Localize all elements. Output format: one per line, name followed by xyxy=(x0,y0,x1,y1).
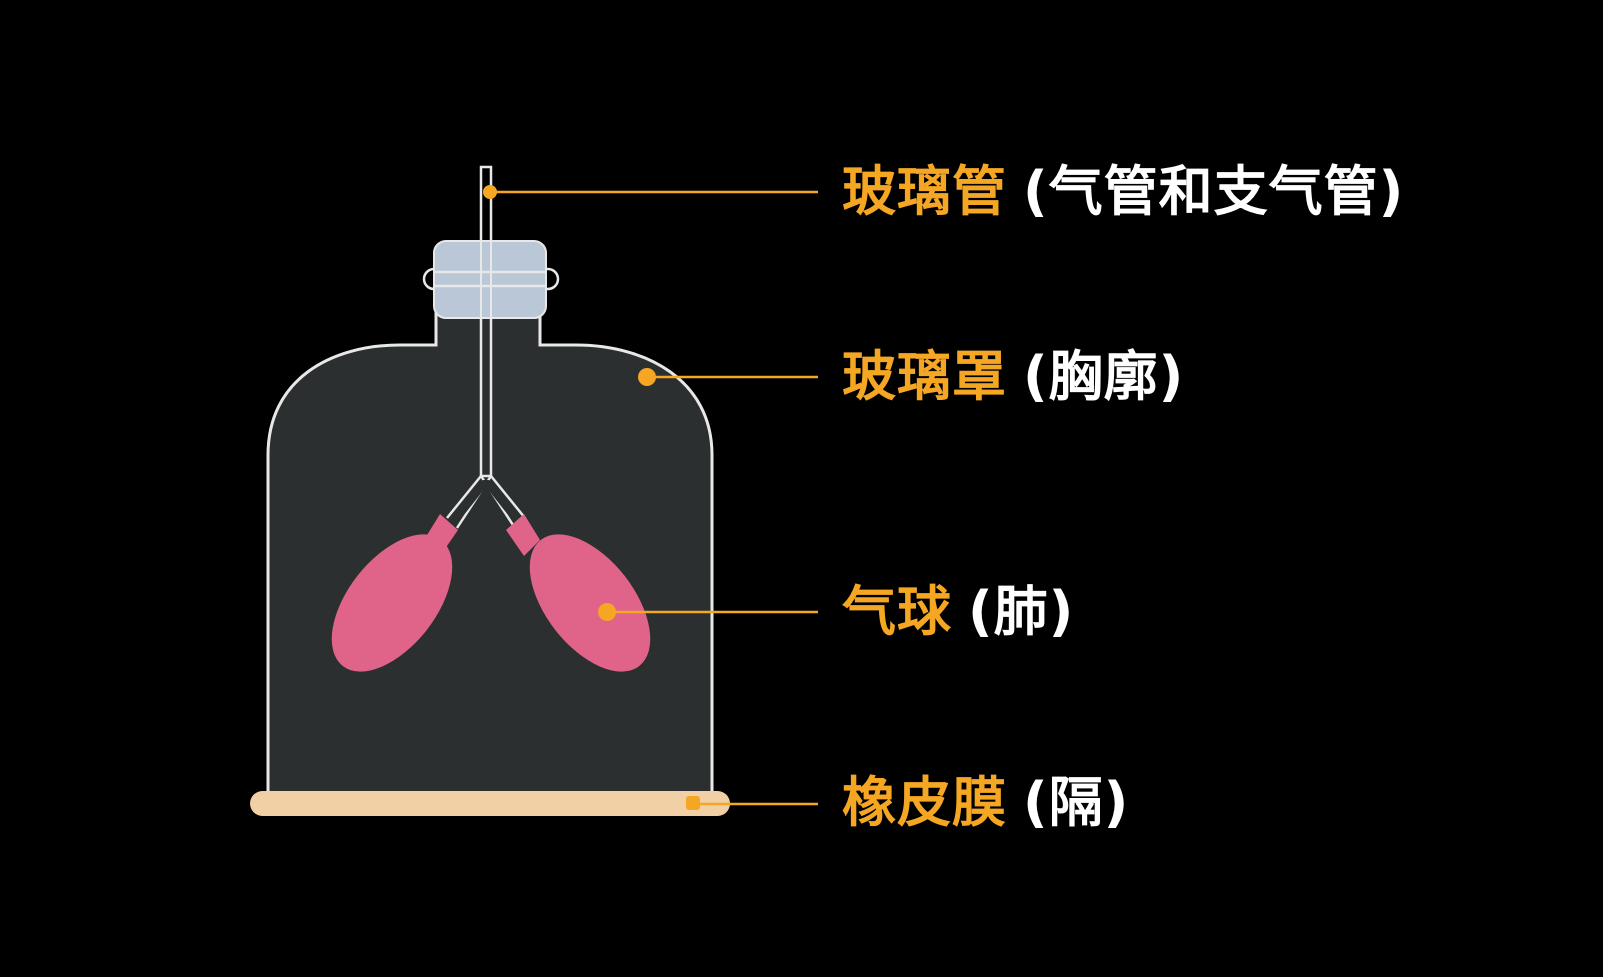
marker-dot-balloon xyxy=(598,603,616,621)
label-term: 玻璃管 xyxy=(842,160,1007,223)
balloon-right-neck xyxy=(506,514,540,556)
label-bell-jar: 玻璃罩 (胸廓) xyxy=(842,345,1184,409)
label-rubber-membrane: 橡皮膜 (隔) xyxy=(842,771,1129,835)
marker-dot-bell-jar xyxy=(638,368,656,386)
label-term: 橡皮膜 xyxy=(842,771,1007,834)
marker-dot-glass-tube xyxy=(483,185,497,199)
label-analog: (气管和支气管) xyxy=(1023,160,1405,223)
balloon-right xyxy=(529,534,651,672)
marker-dot-membrane xyxy=(686,796,700,810)
rubber-membrane xyxy=(250,791,730,816)
label-analog: (隔) xyxy=(1023,771,1130,834)
label-balloon: 气球 (肺) xyxy=(842,580,1074,644)
label-analog: (胸廓) xyxy=(1023,345,1185,408)
label-term: 气球 xyxy=(842,580,952,643)
label-glass-tube: 玻璃管 (气管和支气管) xyxy=(842,160,1404,224)
glass-tube-in-stopper xyxy=(480,241,492,318)
label-analog: (肺) xyxy=(968,580,1075,643)
label-term: 玻璃罩 xyxy=(842,345,1007,408)
balloon-left xyxy=(331,534,453,672)
glass-tube-branch-fill xyxy=(451,480,521,525)
